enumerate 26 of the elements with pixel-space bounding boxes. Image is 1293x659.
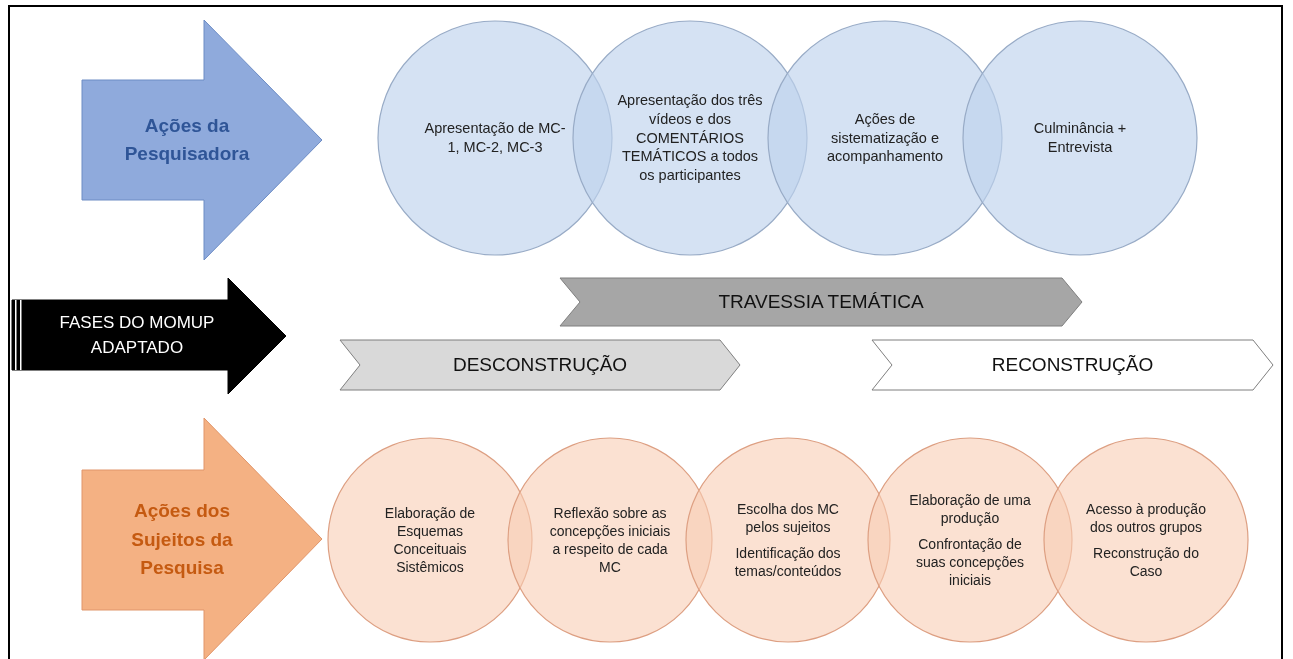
circle-text: Elaboração de uma produção: [908, 490, 1032, 527]
phase-circle: [962, 20, 1198, 256]
circle-text: Reconstrução do Caso: [1092, 544, 1200, 581]
chevron-band: [872, 340, 1273, 390]
circle-text: Ações de sistematização e acompanhamento: [825, 109, 945, 167]
banner-label: Ações da Pesquisadora: [123, 113, 251, 166]
circle-text: Elaboração de Esquemas Conceituais Sistêmicos: [383, 503, 477, 577]
circle-text: Apresentação dos três vídeos e dos COMENTÁRIOS TEMÁTICOS a todos os participantes: [617, 90, 763, 186]
circle-text: Escolha dos MC pelos sujeitos: [736, 499, 840, 536]
circle-text: Apresentação de MC-1, MC-2, MC-3: [423, 119, 567, 157]
circle-text: Reflexão sobre as concepções iniciais a respeito de cada MC: [548, 503, 672, 577]
pointer-banner: [82, 418, 322, 659]
banner-label: Ações dos Sujeitos da Pesquisa: [130, 499, 234, 581]
circle-text: Acesso à produção dos outros grupos: [1085, 499, 1207, 536]
pointer-banner: [82, 20, 322, 260]
chevron-band: [340, 340, 740, 390]
pointer-banner: [12, 278, 286, 394]
circle-text: Confrontação de suas concepções iniciais: [914, 534, 1026, 590]
band-label: TRAVESSIA TEMÁTICA: [718, 291, 924, 313]
band-label: DESCONSTRUÇÃO: [452, 354, 628, 376]
band-label: RECONSTRUÇÃO: [991, 354, 1154, 376]
chevron-band: [560, 278, 1082, 326]
circle-text: Identificação dos temas/conteúdos: [733, 544, 843, 581]
circle-text: Culminância + Entrevista: [1032, 119, 1128, 157]
banner-label: FASES DO MOMUP ADAPTADO: [58, 311, 216, 359]
phase-circle: [1043, 437, 1249, 643]
